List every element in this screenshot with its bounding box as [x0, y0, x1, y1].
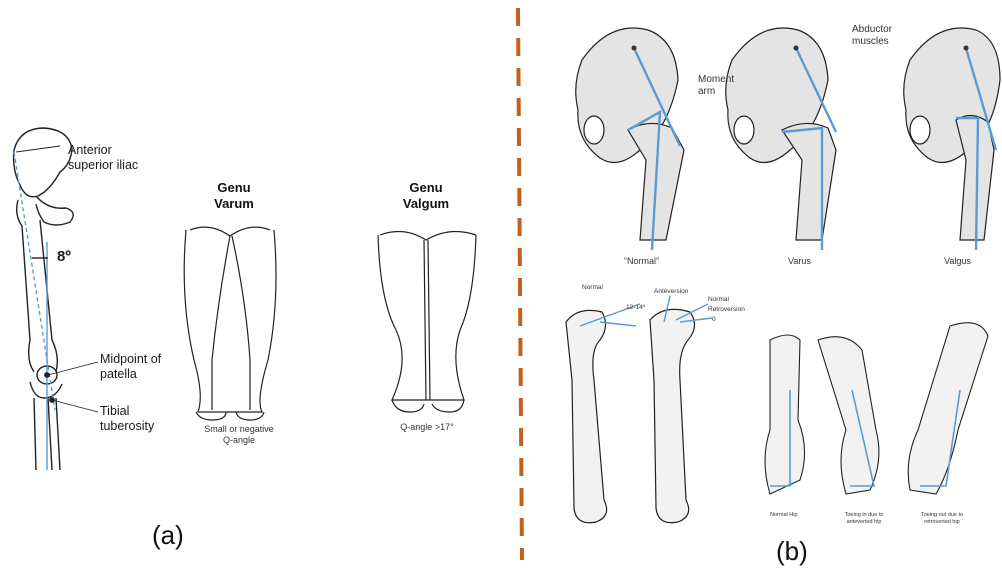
label-anteversion: Anteversion: [654, 288, 688, 296]
version-femurs: [566, 309, 695, 522]
label-version-angle: 12-14º: [626, 304, 645, 312]
label-moment-arm: Moment arm: [698, 74, 734, 98]
caption-genu-varum: Small or negative Q-angle: [194, 424, 284, 446]
caption-hip-valgus: Valgus: [944, 256, 971, 267]
label-tibial-tuberosity: Tibial tuberosity: [100, 404, 154, 434]
label-version-normal-2: Normal: [708, 296, 729, 304]
genu-valgum-legs: [378, 231, 476, 412]
panel-divider: [518, 8, 522, 560]
panel-label-b: (b): [776, 536, 808, 567]
genu-varum-legs: [184, 227, 276, 420]
caption-toeing-out: Toeing out due to retroverted hip: [910, 512, 974, 526]
toeing-diagrams: [765, 323, 988, 494]
title-genu-varum: Genu Varum: [204, 180, 264, 212]
label-retroversion: Retroversion: [708, 306, 745, 314]
caption-genu-valgum: Q-angle >17°: [387, 422, 467, 433]
label-midpoint-patella: Midpoint of patella: [100, 352, 161, 382]
femur-diagram: [14, 128, 98, 470]
title-genu-valgum: Genu Valgum: [395, 180, 457, 212]
label-8-degree-angle: 8º: [57, 248, 71, 265]
panel-label-a: (a): [152, 520, 184, 551]
label-version-normal: Normal: [582, 284, 603, 292]
caption-toeing-in: Toeing in due to anteverted hip: [834, 512, 894, 526]
label-anterior-superior-iliac: Anterior superior iliac: [68, 143, 138, 173]
label-abductor-muscles: Abductor muscles: [852, 24, 892, 48]
caption-hip-varus: Varus: [788, 256, 811, 267]
caption-hip-normal: “Normal”: [624, 256, 659, 267]
caption-normal-hip: Normal Hip: [770, 512, 798, 519]
label-version-zero: 0: [712, 316, 716, 324]
